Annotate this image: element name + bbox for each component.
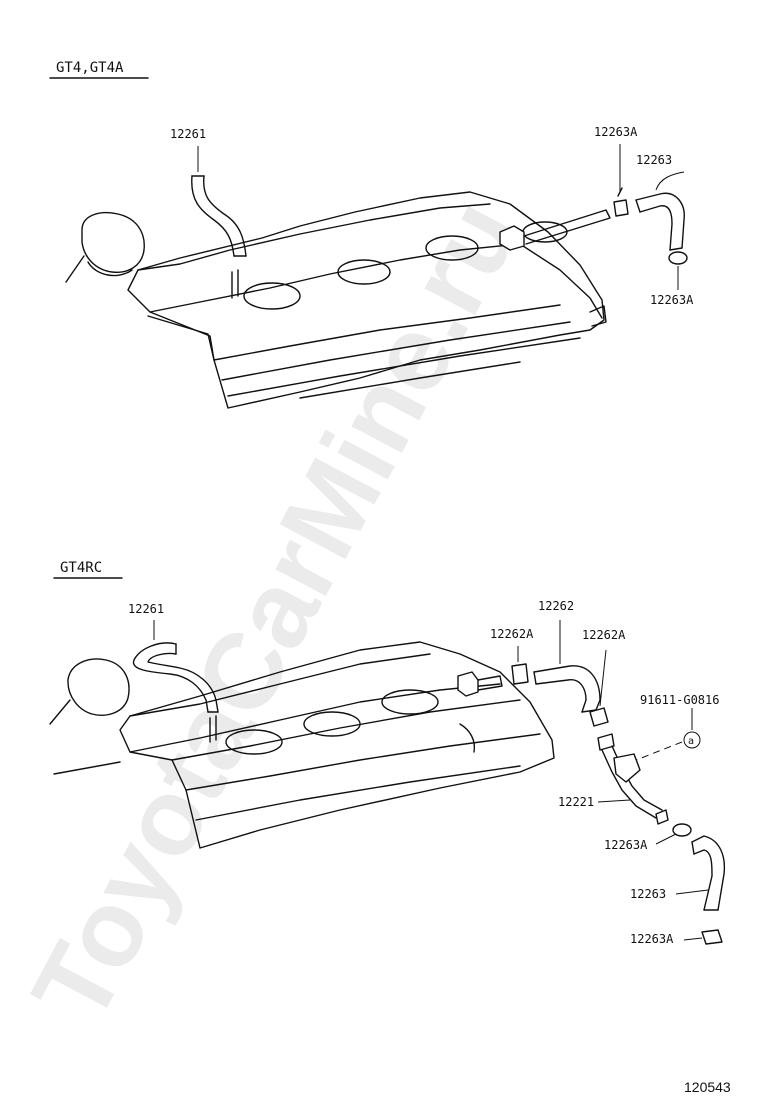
clamp-12262a-left: 12262A — [490, 627, 534, 685]
callout-12261-bottom: 12261 — [128, 602, 164, 616]
drawing-number: 120543 — [684, 1079, 731, 1095]
hose-12261-top: 12261 — [170, 127, 247, 257]
callout-12262a-right: 12262A — [582, 628, 626, 642]
valve-cover-bottom — [53, 641, 555, 849]
callout-12263a-lower: 12263A — [650, 293, 694, 307]
valve-cover-top — [127, 191, 611, 409]
clamp-12263a-lower: 12263A — [650, 251, 694, 307]
oil-filler-cap — [65, 212, 145, 283]
callout-12261-top: 12261 — [170, 127, 206, 141]
section-top: GT4,GT4A — [49, 60, 694, 409]
bolt-91611-g0816: a 91611-G0816 — [625, 693, 719, 765]
callout-12263-top: 12263 — [636, 153, 672, 167]
hose-12263-bottom: 12263 — [630, 835, 726, 911]
section-title-top: GT4,GT4A — [56, 60, 124, 76]
callout-12262a-left: 12262A — [490, 627, 534, 641]
hose-12261-bottom: 12261 — [128, 602, 219, 713]
pipe-12221: 12221 — [558, 733, 669, 825]
callout-12263a-upper: 12263A — [594, 125, 638, 139]
clamp-12263a-upper: 12263A — [594, 125, 638, 217]
callout-12262: 12262 — [538, 599, 574, 613]
clamp-12263a-mid: 12263A — [604, 823, 692, 852]
clamp-12262a-right: 12262A — [582, 628, 626, 727]
callout-91611-g0816: 91611-G0816 — [640, 693, 719, 707]
callout-12221: 12221 — [558, 795, 594, 809]
hose-12262: 12262 — [533, 599, 601, 713]
section-title-bottom: GT4RC — [60, 560, 102, 576]
callout-12263a-mid: 12263A — [604, 838, 648, 852]
callout-12263a-low: 12263A — [630, 932, 674, 946]
bolt-symbol: a — [688, 736, 694, 747]
section-bottom: GT4RC — [49, 560, 726, 946]
clamp-12263a-low: 12263A — [630, 929, 723, 946]
hose-12263-top: 12263 — [635, 153, 685, 251]
callout-12263-bottom: 12263 — [630, 887, 666, 901]
oil-filler-cap-bottom — [49, 658, 130, 725]
